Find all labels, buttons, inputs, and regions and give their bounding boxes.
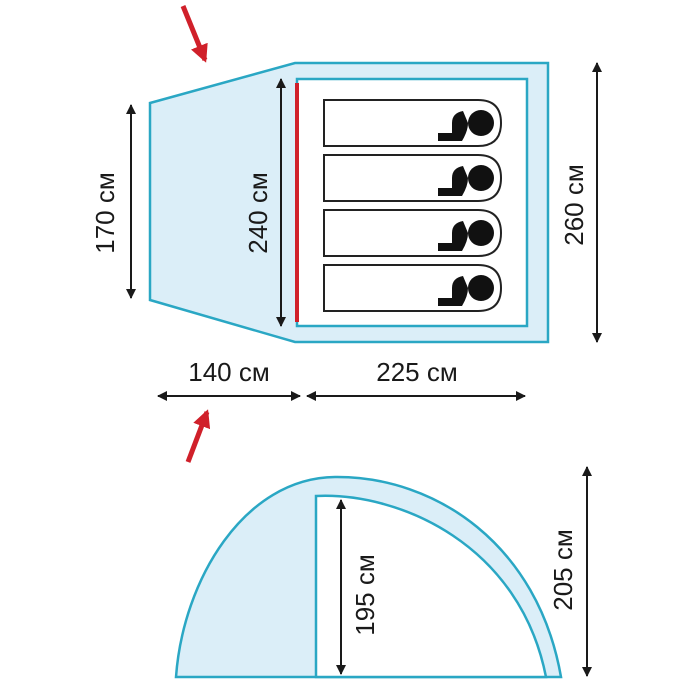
inner-profile [314, 494, 548, 679]
inner-height-label: 240 см [243, 172, 273, 253]
sleeping-places [323, 99, 503, 312]
sleeping-place [323, 154, 503, 202]
inner-depth-label: 225 см [376, 357, 457, 387]
person-body-icon [438, 111, 468, 141]
person-head-icon [468, 110, 494, 136]
outer-side-height-label: 205 см [548, 529, 578, 610]
outer-height-label: 260 см [559, 164, 589, 245]
vestibule-height-label: 170 см [90, 172, 120, 253]
floor-plan: 170 см 240 см 260 см 140 см 225 см [90, 5, 602, 463]
person-body-icon [438, 166, 468, 196]
inner-side-height-label: 195 см [350, 554, 380, 635]
person-body-icon [438, 276, 468, 306]
entrance-pointer-arrow-top [180, 5, 208, 63]
entrance-pointer-arrow-bottom [185, 409, 211, 463]
side-view: 195 см 205 см [174, 466, 592, 679]
person-body-icon [438, 221, 468, 251]
person-head-icon [468, 165, 494, 191]
sleeping-place [323, 209, 503, 257]
person-head-icon [468, 275, 494, 301]
person-head-icon [468, 220, 494, 246]
vestibule-depth-label: 140 см [188, 357, 269, 387]
sleeping-place [323, 264, 503, 312]
sleeping-place [323, 99, 503, 147]
